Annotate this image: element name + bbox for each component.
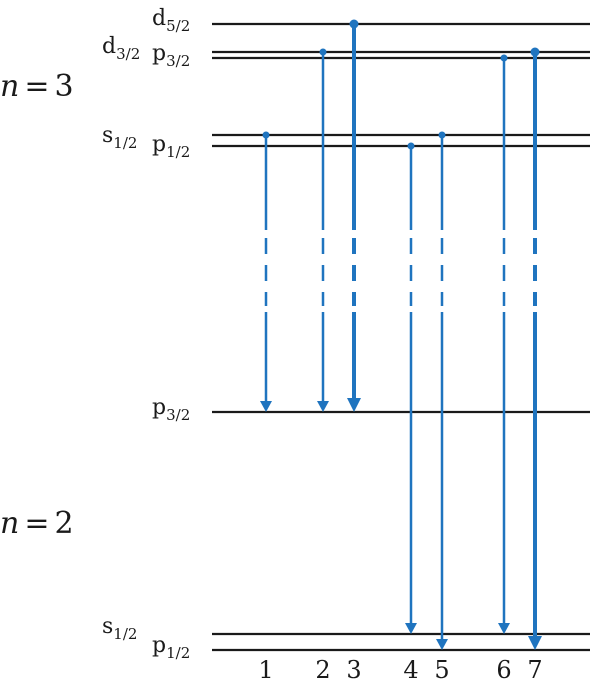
transition-arrow-6 bbox=[498, 54, 510, 634]
transition-arrow-2 bbox=[317, 48, 329, 412]
transition-arrow-3 bbox=[347, 19, 361, 412]
level-label-n3-s12: s1/2 bbox=[102, 123, 137, 152]
transition-arrows bbox=[260, 19, 542, 650]
transition-arrowhead bbox=[317, 401, 329, 412]
shell-label-n2: n=2 bbox=[0, 506, 74, 541]
transition-arrow-1 bbox=[260, 131, 272, 412]
level-label-n3-d52: d5/2 bbox=[152, 6, 190, 35]
transition-label-1: 1 bbox=[258, 656, 273, 684]
shell-label-n3: n=3 bbox=[0, 69, 74, 104]
transition-arrowhead bbox=[260, 401, 272, 412]
transition-label-3: 3 bbox=[346, 656, 361, 684]
transition-arrowhead bbox=[436, 639, 448, 650]
transition-arrow-4 bbox=[405, 142, 417, 634]
transition-arrowhead bbox=[347, 398, 361, 412]
transition-arrowhead bbox=[498, 623, 510, 634]
transition-label-2: 2 bbox=[315, 656, 330, 684]
transition-arrow-7 bbox=[528, 47, 542, 650]
level-label-n3-p12: p1/2 bbox=[152, 132, 190, 161]
level-label-n2-p12: p1/2 bbox=[152, 633, 190, 662]
transition-arrowhead bbox=[528, 636, 542, 650]
level-label-n2-s12: s1/2 bbox=[102, 614, 137, 643]
level-label-n3-p32: p3/2 bbox=[152, 41, 190, 70]
transition-label-7: 7 bbox=[527, 656, 542, 684]
level-label-n3-d32: d3/2 bbox=[102, 34, 140, 63]
transition-label-4: 4 bbox=[403, 656, 418, 684]
transition-label-5: 5 bbox=[434, 656, 449, 684]
transition-label-6: 6 bbox=[496, 656, 511, 684]
level-label-n2-p32: p3/2 bbox=[152, 395, 190, 424]
transition-arrow-5 bbox=[436, 131, 448, 650]
transition-arrowhead bbox=[405, 623, 417, 634]
